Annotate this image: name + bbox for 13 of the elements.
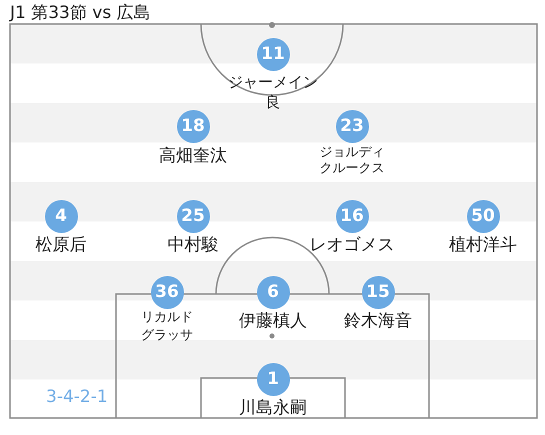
player-name: 中村駿	[168, 234, 218, 256]
player-name: ジャーメイン良	[227, 72, 319, 112]
player-name: 植村洋斗	[449, 234, 517, 256]
player-name: レオゴメス	[310, 234, 394, 256]
player-name: 鈴木海音	[344, 310, 412, 332]
title: J1 第33節 vs 広島	[10, 2, 151, 24]
player-name: 高畑奎汰	[159, 145, 227, 167]
player-name: リカルドグラッサ	[140, 309, 194, 345]
player-name: 伊藤槙人	[239, 310, 307, 332]
player-name: ジョルディクルークス	[318, 145, 386, 177]
formation-label: 3-4-2-1	[46, 386, 108, 408]
player-name: 川島永嗣	[239, 397, 307, 419]
player-name: 松原后	[36, 234, 86, 256]
